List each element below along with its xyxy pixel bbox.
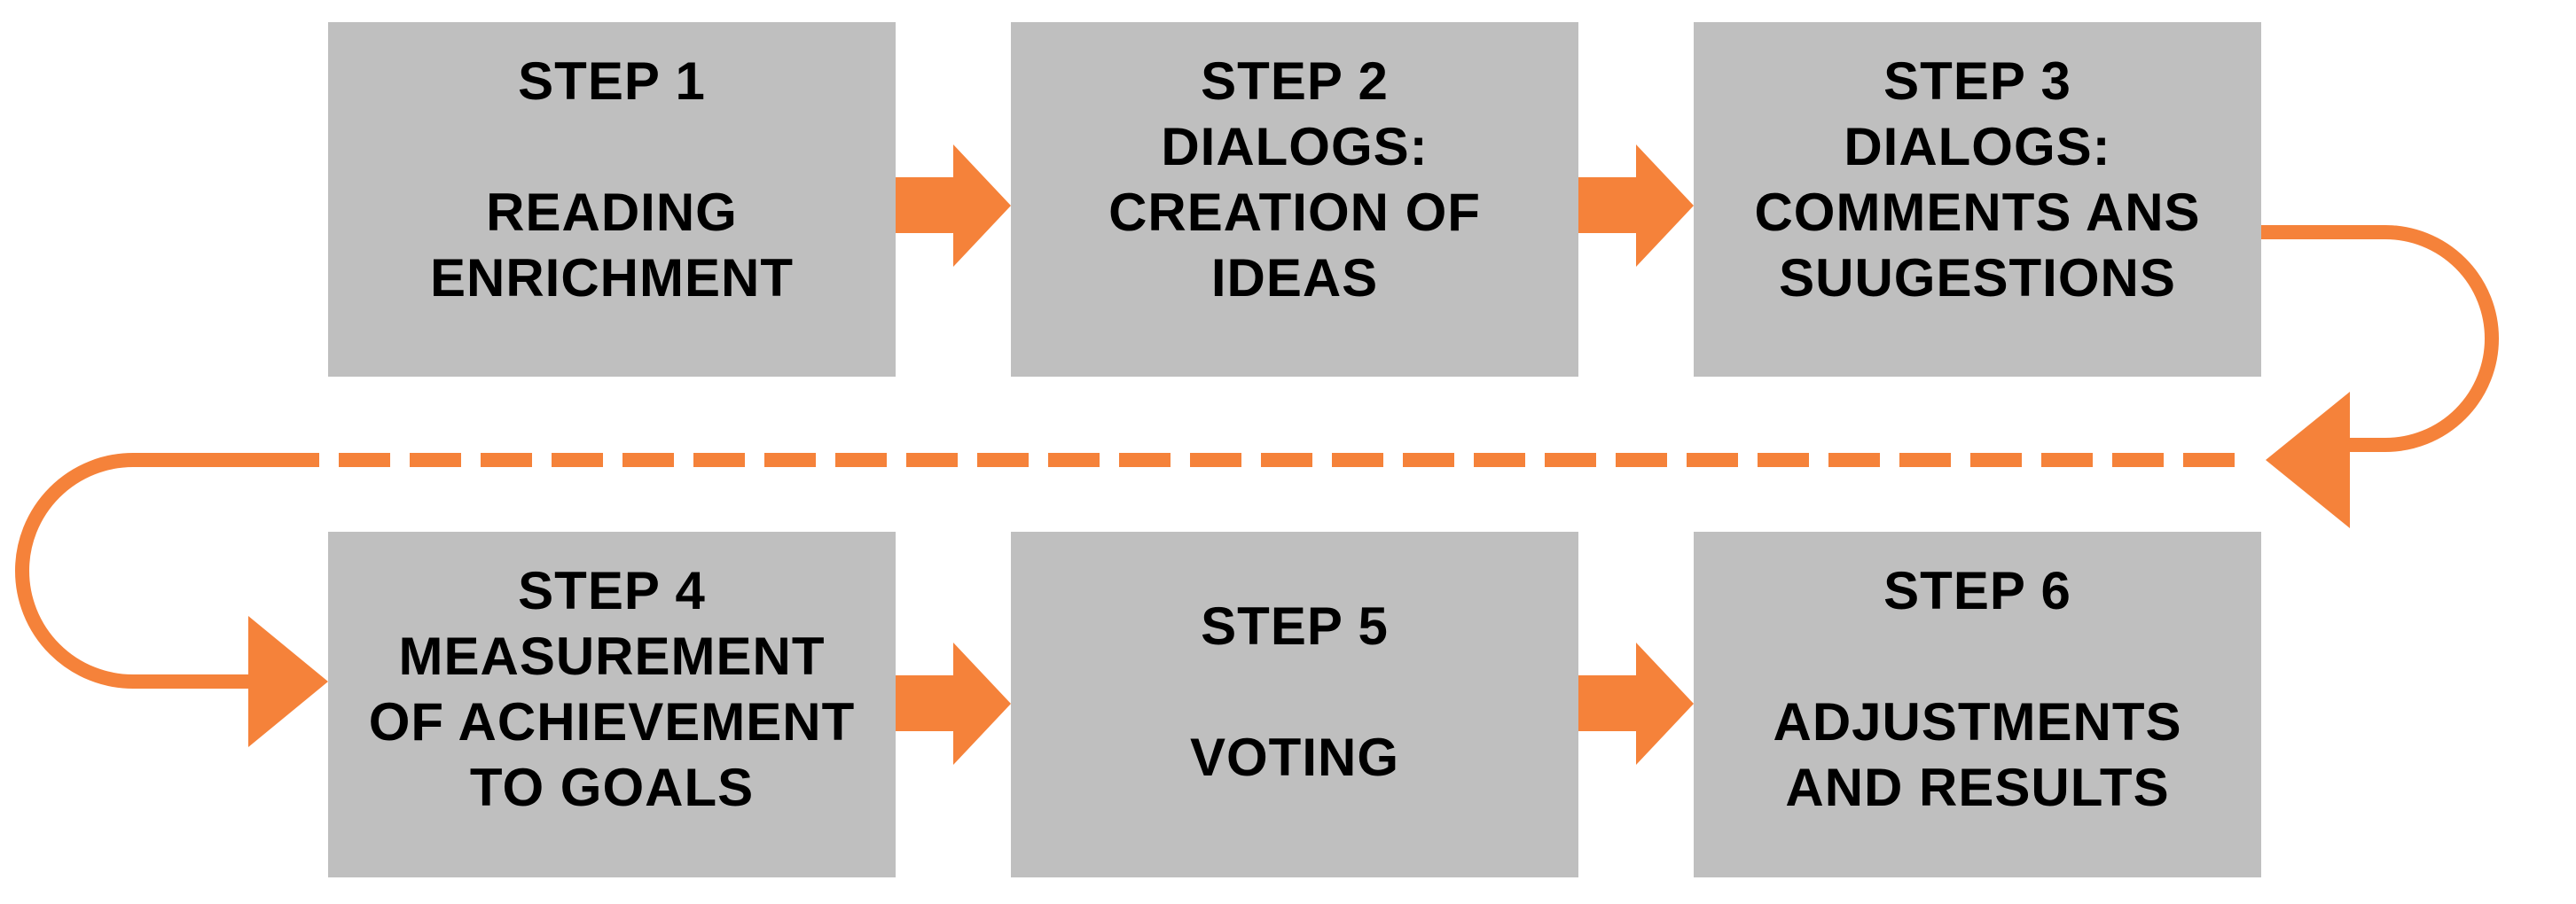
step-4-line-1: STEP 4 [518,561,706,620]
step-5-spacer [1287,659,1303,725]
step-3-line-2: DIALOGS: [1844,117,2111,176]
step-1-line-3: READING [486,183,738,242]
step-4-box: STEP 4 MEASUREMENT OF ACHIEVEMENT TO GOA… [328,532,896,877]
step-2-line-4: IDEAS [1210,248,1379,308]
arrow-step5-to-step6 [1578,643,1694,765]
step-6-line-1: STEP 6 [1883,561,2071,620]
step-6-box: STEP 6 ADJUSTMENTS AND RESULTS [1694,532,2261,877]
step-6-line-4: AND RESULTS [1785,758,2170,817]
arrow-step1-to-step2 [896,144,1011,267]
step-1-spacer [604,114,620,180]
step-2-box: STEP 2 DIALOGS: CREATION OF IDEAS [1011,22,1578,377]
step-1-line-4: ENRICHMENT [430,248,794,308]
step-6-line-3: ADJUSTMENTS [1773,692,2182,752]
arrow-step2-to-step3 [1578,144,1694,267]
step-5-line-1: STEP 5 [1201,596,1389,656]
return-arrowhead-left [248,616,328,747]
step-5-line-3: VOTING [1189,728,1399,787]
step-4-line-2: MEASUREMENT [398,627,826,686]
step-2-line-1: STEP 2 [1201,51,1389,111]
step-6-spacer [1969,624,1985,690]
return-curve-left [15,453,293,689]
step-2-line-3: CREATION OF [1108,183,1481,242]
step-3-line-1: STEP 3 [1883,51,2071,111]
return-arrowhead-right [2266,392,2350,528]
step-5-box: STEP 5 VOTING [1011,532,1578,877]
step-3-box: STEP 3 DIALOGS: COMMENTS ANS SUUGESTIONS [1694,22,2261,377]
step-4-line-4: TO GOALS [469,758,755,817]
step-1-box: STEP 1 READING ENRICHMENT [328,22,896,377]
step-1-line-1: STEP 1 [518,51,706,111]
arrow-step4-to-step5 [896,643,1011,765]
return-curve-right [2261,225,2499,452]
step-3-line-4: SUUGESTIONS [1779,248,2176,308]
step-2-line-2: DIALOGS: [1161,117,1429,176]
step-4-line-3: OF ACHIEVEMENT [368,692,856,752]
step-3-line-3: COMMENTS ANS [1754,183,2201,242]
